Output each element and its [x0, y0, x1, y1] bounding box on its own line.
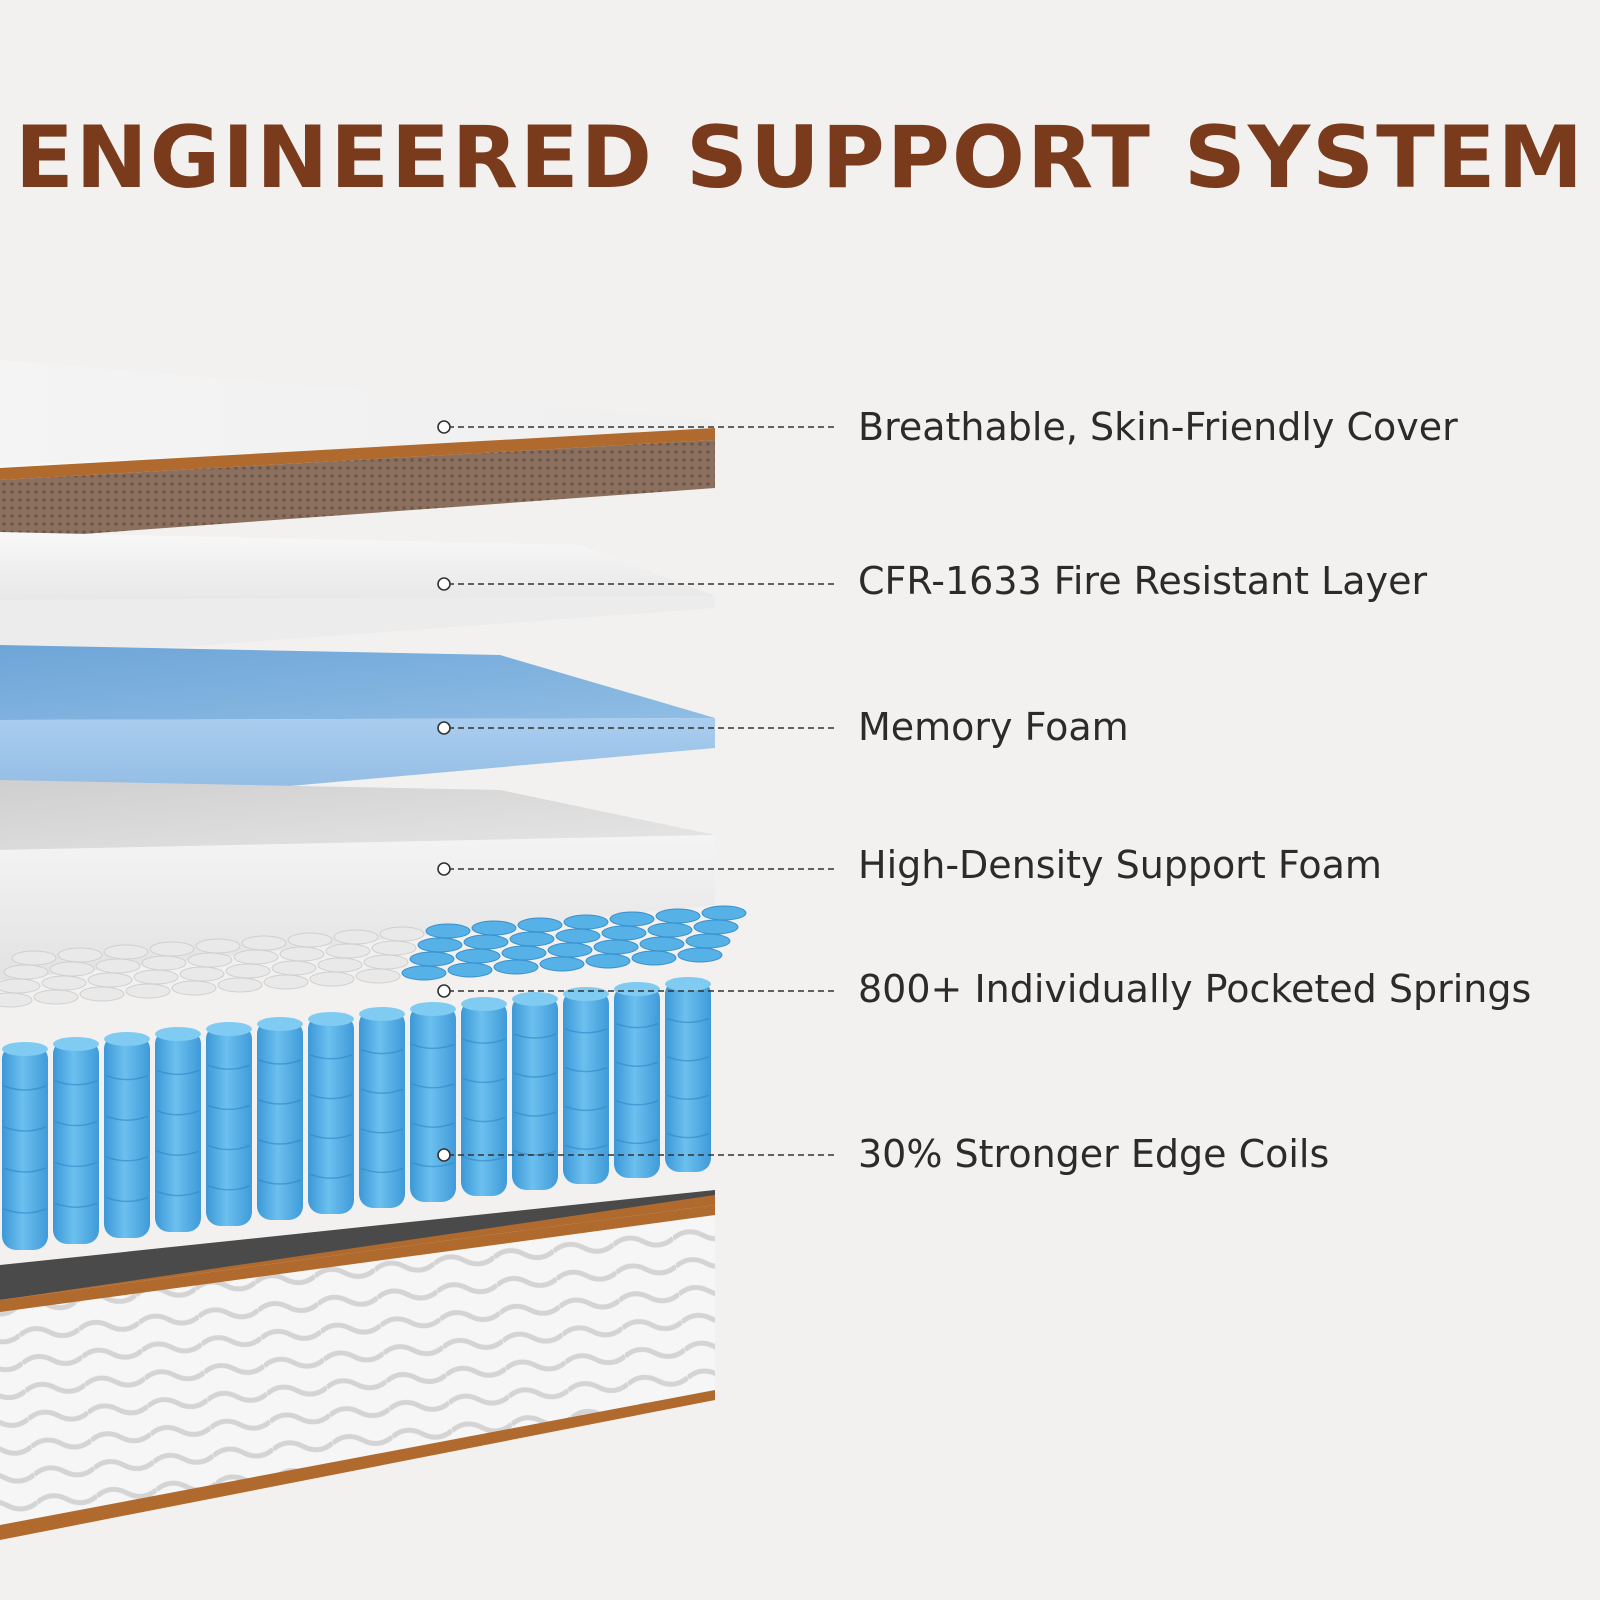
spring-cap [379, 926, 425, 942]
spring-cap [309, 971, 355, 987]
spring-cap [501, 945, 547, 961]
callout-dot [437, 984, 451, 998]
spring-cap [601, 925, 647, 941]
spring-cap [217, 977, 263, 993]
pocketed-spring [563, 987, 609, 1184]
spring-cap [631, 950, 677, 966]
spring-cap [57, 947, 103, 963]
spring-cap [363, 954, 409, 970]
spring-cap [677, 947, 723, 963]
spring-cap [3, 964, 49, 980]
spring-cap [639, 936, 685, 952]
callout-dot [437, 420, 451, 434]
spring-cap [333, 929, 379, 945]
pocketed-spring [512, 992, 558, 1190]
spring-cap [563, 914, 609, 930]
spring-cap [417, 937, 463, 953]
callout-dot [437, 1148, 451, 1162]
page-title: ENGINEERED SUPPORT SYSTEM [14, 108, 1586, 208]
spring-cap [187, 952, 233, 968]
spring-cap [11, 950, 57, 966]
spring-cap [685, 933, 731, 949]
pocketed-spring [206, 1022, 252, 1226]
pocketed-spring [410, 1002, 456, 1202]
spring-cap [325, 943, 371, 959]
spring-cap [555, 928, 601, 944]
spring-cap [355, 968, 401, 984]
callout-dot [437, 577, 451, 591]
spring-cap [647, 922, 693, 938]
callout-label-cover: Breathable, Skin-Friendly Cover [858, 405, 1458, 449]
spring-cap [609, 911, 655, 927]
spring-cap [149, 941, 195, 957]
pocketed-spring [104, 1032, 150, 1238]
bottom-case [0, 1205, 715, 1540]
pocketed-spring [614, 982, 660, 1178]
spring-cap [401, 965, 447, 981]
spring-cap [133, 969, 179, 985]
spring-cap [547, 942, 593, 958]
spring-cap [509, 931, 555, 947]
spring-cap [371, 940, 417, 956]
spring-cap [271, 960, 317, 976]
fire-layer [0, 532, 715, 660]
spring-cap [455, 948, 501, 964]
spring-grid-back [0, 905, 747, 1008]
spring-cap [263, 974, 309, 990]
pocketed-spring [359, 1007, 405, 1208]
spring-cap [447, 962, 493, 978]
spring-cap [493, 959, 539, 975]
spring-cap [593, 939, 639, 955]
spring-cap [103, 944, 149, 960]
callout-lines [437, 420, 838, 1162]
spring-cap [463, 934, 509, 950]
spring-cap [517, 917, 563, 933]
callout-label-springs: 800+ Individually Pocketed Springs [858, 967, 1532, 1011]
spring-cap [0, 992, 33, 1008]
spring-cap [225, 963, 271, 979]
spring-cap [287, 932, 333, 948]
callout-label-fire: CFR-1633 Fire Resistant Layer [858, 559, 1428, 603]
spring-cap [409, 951, 455, 967]
callout-label-hd: High-Density Support Foam [858, 843, 1382, 887]
spring-cap [701, 905, 747, 921]
spring-cap [0, 978, 41, 994]
spring-cap [655, 908, 701, 924]
spring-cap [141, 955, 187, 971]
pocketed-spring [461, 997, 507, 1196]
spring-cap [233, 949, 279, 965]
callout-dot [437, 862, 451, 876]
spring-cap [95, 958, 141, 974]
cover-layer [0, 360, 715, 540]
callout-label-edge: 30% Stronger Edge Coils [858, 1132, 1330, 1176]
spring-cap [241, 935, 287, 951]
spring-cap [539, 956, 585, 972]
spring-cap [87, 972, 133, 988]
callout-dot [437, 721, 451, 735]
spring-cap [41, 975, 87, 991]
spring-cap [279, 946, 325, 962]
spring-cap [195, 938, 241, 954]
pocketed-spring [53, 1037, 99, 1244]
pocketed-spring [257, 1017, 303, 1220]
spring-cap [49, 961, 95, 977]
spring-cap [179, 966, 225, 982]
spring-cap [79, 986, 125, 1002]
pocketed-spring [2, 1042, 48, 1250]
pocketed-spring [665, 977, 711, 1172]
spring-cap [425, 923, 471, 939]
spring-cap [471, 920, 517, 936]
spring-cap [125, 983, 171, 999]
callout-label-memory: Memory Foam [858, 705, 1129, 749]
spring-cap [693, 919, 739, 935]
pocketed-spring [308, 1012, 354, 1214]
spring-cap [585, 953, 631, 969]
spring-cap [33, 989, 79, 1005]
spring-cap [317, 957, 363, 973]
spring-cap [171, 980, 217, 996]
spring-grid-front [2, 977, 711, 1250]
pocketed-spring [155, 1027, 201, 1232]
